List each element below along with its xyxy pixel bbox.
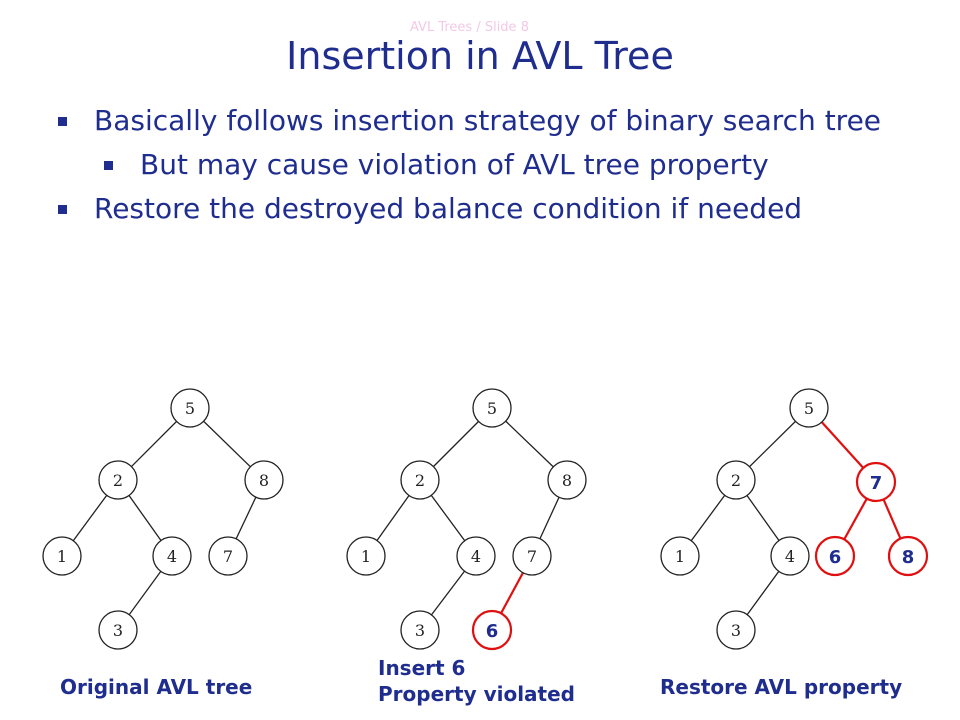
bullet-text: Basically follows insertion strategy of … [94, 104, 882, 137]
caption-restore: Restore AVL property [660, 675, 903, 699]
svg-text:5: 5 [185, 399, 195, 418]
bullet-item: Basically follows insertion strategy of … [58, 104, 918, 138]
tree-node: 2 [98, 460, 138, 500]
tree-node: 2 [400, 460, 440, 500]
svg-text:1: 1 [361, 547, 371, 566]
svg-text:4: 4 [167, 547, 177, 566]
tree-node: 7 [512, 536, 552, 576]
svg-text:8: 8 [259, 471, 269, 490]
svg-text:8: 8 [902, 547, 915, 568]
bullet-text: But may cause violation of AVL tree prop… [140, 148, 769, 181]
tree-original [61, 407, 265, 631]
tree-node: 3 [400, 610, 440, 650]
bullet-text: Restore the destroyed balance condition … [94, 192, 803, 225]
tree-node: 5 [789, 388, 829, 428]
tree-node: 4 [770, 536, 810, 576]
svg-text:1: 1 [675, 547, 685, 566]
tree-node: 8 [244, 460, 284, 500]
svg-text:3: 3 [731, 621, 741, 640]
rotated-tree-node: 7 [855, 461, 897, 503]
bullet-marker-icon [58, 117, 67, 126]
svg-text:7: 7 [870, 473, 883, 494]
tree-node: 7 [208, 536, 248, 576]
tree-node: 3 [98, 610, 138, 650]
svg-text:4: 4 [785, 547, 795, 566]
svg-text:2: 2 [113, 471, 123, 490]
tree-node: 4 [456, 536, 496, 576]
svg-text:7: 7 [223, 547, 233, 566]
svg-text:7: 7 [527, 547, 537, 566]
tree-node: 8 [547, 460, 587, 500]
tree-inserted [365, 407, 568, 631]
svg-text:5: 5 [804, 399, 814, 418]
caption-insert-line2: Property violated [378, 682, 575, 706]
bullet-marker-icon [104, 161, 113, 170]
svg-text:3: 3 [113, 621, 123, 640]
page-title: Insertion in AVL Tree [286, 34, 674, 78]
svg-text:2: 2 [415, 471, 425, 490]
slide-label: AVL Trees / Slide 8 [410, 20, 529, 35]
svg-text:1: 1 [57, 547, 67, 566]
tree-restored [679, 407, 810, 631]
bullet-marker-icon [58, 205, 67, 214]
svg-text:4: 4 [471, 547, 481, 566]
svg-text:3: 3 [415, 621, 425, 640]
tree-node: 1 [346, 536, 386, 576]
tree-node: 1 [660, 536, 700, 576]
tree-node: 2 [716, 460, 756, 500]
svg-text:2: 2 [731, 471, 741, 490]
svg-text:5: 5 [487, 399, 497, 418]
svg-text:6: 6 [486, 621, 499, 642]
tree-node: 5 [170, 388, 210, 428]
rotated-tree-node: 8 [887, 535, 929, 577]
caption-insert-line1: Insert 6 [378, 656, 466, 680]
sub-bullet-item: But may cause violation of AVL tree prop… [104, 148, 918, 182]
rotated-tree-node: 6 [814, 535, 856, 577]
bullet-item: Restore the destroyed balance condition … [58, 192, 918, 226]
svg-text:8: 8 [562, 471, 572, 490]
tree-node: 4 [152, 536, 192, 576]
tree-node: 3 [716, 610, 756, 650]
tree-node: 1 [42, 536, 82, 576]
caption-insert: Insert 6 Property violated [378, 655, 575, 707]
caption-original: Original AVL tree [60, 675, 253, 699]
svg-text:6: 6 [829, 547, 842, 568]
new-tree-node: 6 [471, 609, 513, 651]
tree-node: 5 [472, 388, 512, 428]
bullet-list: Basically follows insertion strategy of … [58, 104, 918, 236]
